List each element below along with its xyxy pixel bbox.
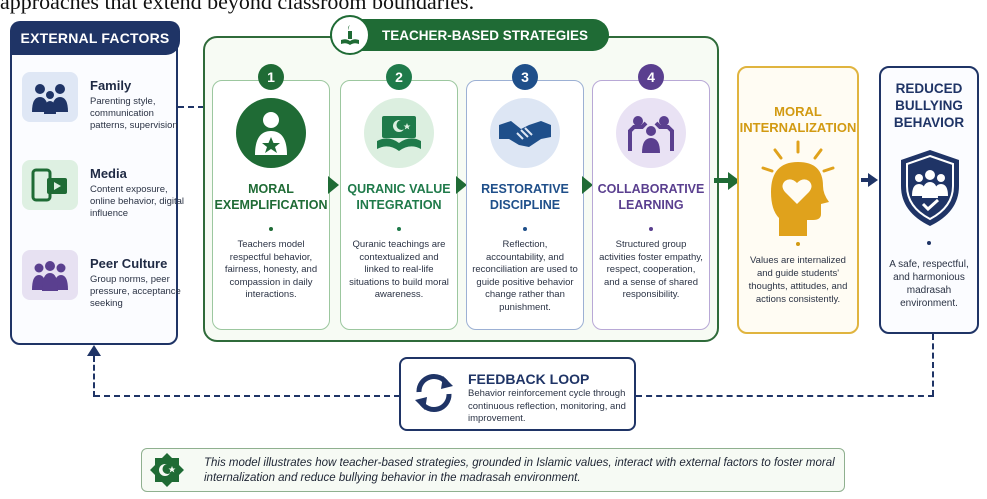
feedback-loop-desc: Behavior reinforcement cycle through con… <box>468 388 626 424</box>
reduced-bullying-desc: A safe, respectful, and harmonious madra… <box>889 259 969 309</box>
feedback-loop-line <box>94 395 400 397</box>
divider-dot <box>269 227 273 231</box>
head-heart-icon <box>757 140 839 240</box>
flow-arrow <box>868 173 878 187</box>
flow-arrow-shaft <box>861 178 869 182</box>
connector-dashed <box>178 106 204 108</box>
strategy-desc: Structured group activities foster empat… <box>599 239 703 300</box>
handshake-icon <box>490 98 560 168</box>
factor-desc: Content exposure, online behavior, digit… <box>90 184 185 219</box>
factor-title: Peer Culture <box>90 256 168 271</box>
flow-arrow <box>328 176 339 194</box>
flow-arrow <box>456 176 467 194</box>
step-number-badge: 4 <box>638 64 664 90</box>
step-number-badge: 3 <box>512 64 538 90</box>
strategy-title: MORAL EXEMPLIFICATION <box>214 182 328 212</box>
reduced-bullying-title: REDUCED BULLYING BEHAVIOR <box>893 81 965 130</box>
divider-dot <box>796 242 800 246</box>
flow-arrow <box>582 176 593 194</box>
factor-title: Family <box>90 78 132 93</box>
strategy-desc: Quranic teachings are contextualized and… <box>349 239 449 300</box>
teacher-star-icon <box>236 98 306 168</box>
feedback-loop-title: FEEDBACK LOOP <box>468 371 590 387</box>
strategy-desc: Reflection, accountability, and reconcil… <box>472 239 578 313</box>
feedback-loop-line <box>932 334 934 396</box>
step-number-badge: 2 <box>386 64 412 90</box>
feedback-loop-line <box>93 356 95 397</box>
shield-people-icon <box>897 148 963 228</box>
family-icon <box>22 72 78 122</box>
devices-icon <box>22 160 78 210</box>
strategy-title: RESTORATIVE DISCIPLINE <box>481 182 569 212</box>
divider-dot <box>397 227 401 231</box>
moral-internalization-title: MORAL INTERNALIZATION <box>739 104 857 135</box>
strategy-desc: Teachers model respectful behavior, fair… <box>224 239 318 300</box>
divider-dot <box>927 241 931 245</box>
quran-book-icon <box>364 98 434 168</box>
strategy-title: QURANIC VALUE INTEGRATION <box>347 182 451 212</box>
divider-dot <box>649 227 653 231</box>
moral-internalization-desc: Values are internalized and guide studen… <box>748 255 848 305</box>
step-number-badge: 1 <box>258 64 284 90</box>
factor-desc: Group norms, peer pressure, acceptance s… <box>90 274 181 309</box>
factor-desc: Parenting style, communication patterns,… <box>90 96 178 131</box>
feedback-loop-line <box>636 395 934 397</box>
islamic-star-icon <box>148 451 186 489</box>
flow-arrow-shaft <box>714 178 730 183</box>
peer-group-icon <box>22 250 78 300</box>
mosque-book-icon <box>330 15 370 55</box>
feedback-arrowhead <box>87 345 101 356</box>
divider-dot <box>523 227 527 231</box>
caption-text: This model illustrates how teacher-based… <box>204 457 835 484</box>
strategy-title: COLLABORATIVE LEARNING <box>597 182 705 212</box>
teacher-strategies-header: TEACHER-BASED STRATEGIES <box>330 19 609 51</box>
group-hands-icon <box>616 98 686 168</box>
cropped-heading-text: approaches that extend beyond classroom … <box>0 0 475 14</box>
caption-panel <box>141 448 845 492</box>
external-factors-header: EXTERNAL FACTORS <box>10 21 180 55</box>
factor-title: Media <box>90 166 127 181</box>
cycle-arrows-icon <box>411 370 457 416</box>
feedback-loop-panel <box>399 357 636 431</box>
